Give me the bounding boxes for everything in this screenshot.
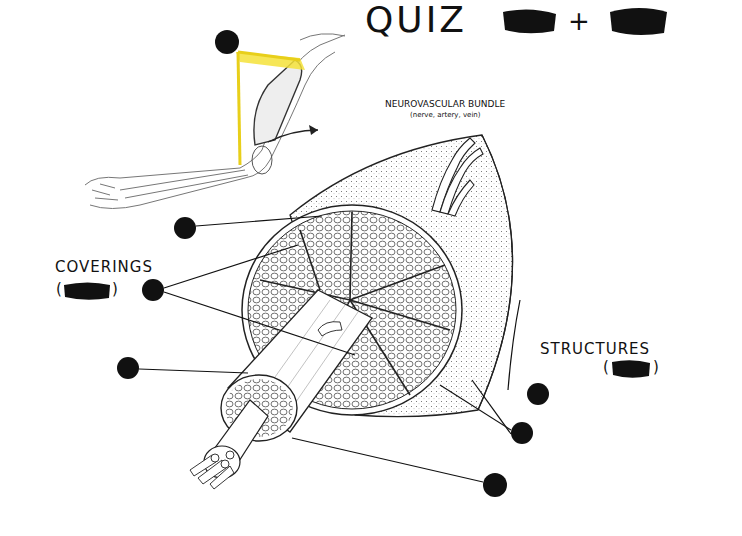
group-label: COVERINGS xyxy=(55,260,153,275)
redaction xyxy=(503,9,556,33)
group-label: STRUCTURES xyxy=(540,342,650,357)
myofibrils xyxy=(190,451,234,489)
redaction xyxy=(64,283,110,300)
bracket: ( xyxy=(56,282,62,297)
structure-label: NEUROVASCULAR BUNDLE xyxy=(385,100,505,109)
bracket: ) xyxy=(653,360,659,375)
bracket: ( xyxy=(603,360,609,375)
leader-line xyxy=(139,216,520,482)
structure-note: (nerve, artery, vein) xyxy=(410,112,481,119)
redaction xyxy=(610,8,667,35)
redaction xyxy=(612,360,650,378)
arrow-head xyxy=(309,125,318,135)
bracket: ) xyxy=(112,282,118,297)
highlight xyxy=(236,52,305,165)
callout-dot xyxy=(117,30,549,497)
neurovascular-bundle xyxy=(432,138,483,216)
plus-sign: + xyxy=(568,8,590,34)
quiz-title: QUIZ xyxy=(365,2,467,38)
arm-sketch xyxy=(85,34,345,209)
